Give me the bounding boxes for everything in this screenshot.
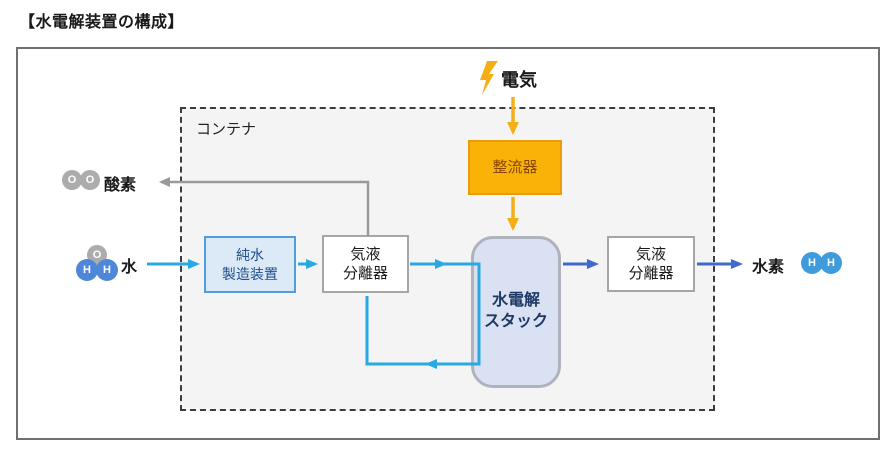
- gas-liquid-separator-left-node: 気液 分離器: [322, 235, 409, 293]
- separator-left-label-line1: 気液: [350, 245, 381, 263]
- oxygen-atom-icon: O: [80, 170, 100, 190]
- electrolysis-stack-node: 水電解 スタック: [471, 236, 561, 388]
- oxygen-atom-icon: O: [62, 170, 82, 190]
- pure-water-label-line2: 製造装置: [222, 265, 278, 282]
- oxygen-molecule-icon: O O: [62, 170, 104, 190]
- pure-water-label-line1: 純水: [236, 247, 264, 264]
- separator-right-label-line2: 分離器: [628, 265, 674, 282]
- hydrogen-atom-icon: H: [801, 252, 823, 274]
- hydrogen-molecule-icon: H H: [801, 252, 845, 274]
- container-label: コンテナ: [196, 121, 257, 138]
- separator-left-label-line2: 分離器: [342, 265, 388, 282]
- electricity-label: 電気: [501, 70, 537, 90]
- oxygen-label: 酸素: [104, 177, 137, 194]
- page-title: 【水電解装置の構成】: [19, 14, 185, 31]
- stack-label-line2: スタック: [483, 313, 548, 330]
- rectifier-node: 整流器: [468, 140, 562, 195]
- water-label: 水: [121, 259, 138, 276]
- rectifier-label: 整流器: [492, 158, 538, 176]
- pure-water-device-node: 純水 製造装置: [204, 236, 296, 293]
- gas-liquid-separator-right-node: 気液 分離器: [607, 236, 695, 292]
- stack-label-line1: 水電解: [491, 292, 540, 310]
- hydrogen-atom-icon: H: [76, 259, 98, 281]
- hydrogen-atom-icon: H: [96, 259, 118, 281]
- water-molecule-icon: O H H: [76, 245, 120, 282]
- separator-right-label-line1: 気液: [635, 245, 666, 263]
- hydrogen-atom-icon: H: [820, 252, 842, 274]
- lightning-icon: [480, 61, 498, 95]
- hydrogen-label: 水素: [752, 259, 785, 276]
